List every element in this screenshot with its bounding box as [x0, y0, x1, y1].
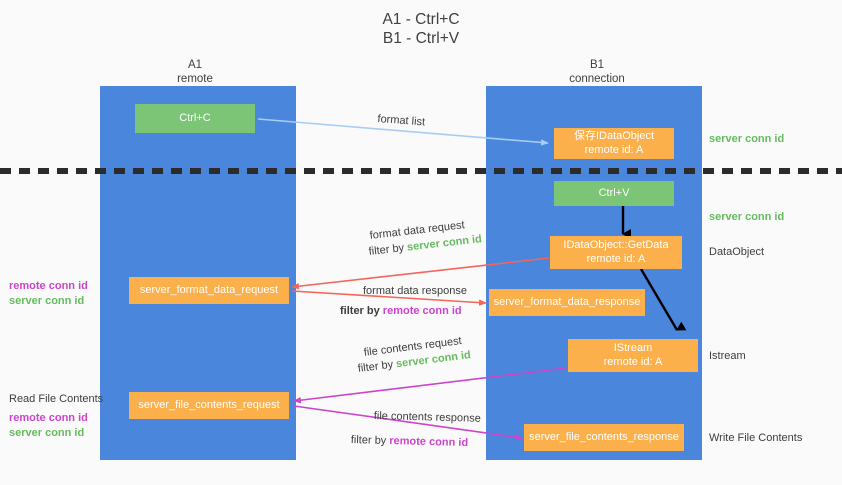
edge-filter-format-data-response: filter by remote conn id	[340, 304, 462, 319]
filter-key-remote-conn-id: remote conn id	[389, 435, 469, 450]
note-server-conn-id-top: server conn id	[709, 133, 785, 145]
note-server-conn-id-mid: server conn id	[709, 211, 785, 223]
node-server-format-data-request[interactable]: server_format_data_request	[129, 277, 289, 304]
note-read-file-contents: Read File Contents	[9, 393, 104, 405]
filter-prefix: filter by	[350, 433, 390, 448]
edge-label-format-list: format list	[377, 112, 426, 129]
node-ctrl-v[interactable]: Ctrl+V	[554, 181, 674, 206]
edge-label-format-data-response: format data response	[363, 285, 467, 297]
filter-prefix: filter by	[368, 241, 408, 258]
filter-key-remote-conn-id: remote conn id	[382, 305, 462, 317]
edge-label-file-contents-response: file contents response	[373, 409, 481, 425]
page-title: A1 - Ctrl+C B1 - Ctrl+V	[382, 11, 460, 47]
edge-filter-file-contents-response: filter by remote conn id	[351, 433, 469, 451]
node-server-format-data-response[interactable]: server_format_data_response	[489, 289, 645, 316]
filter-prefix: filter by	[357, 358, 397, 375]
column-header-a1: A1 remote	[177, 59, 213, 85]
phase-divider	[0, 168, 842, 174]
filter-prefix: filter by	[340, 305, 383, 317]
node-istream[interactable]: IStream remote id: A	[568, 339, 698, 372]
node-ctrl-c[interactable]: Ctrl+C	[135, 104, 255, 133]
note-dataobject: DataObject	[709, 246, 765, 258]
node-server-file-contents-request[interactable]: server_file_contents_request	[129, 392, 289, 419]
note-server-conn-id-2: server conn id	[9, 427, 85, 439]
note-server-conn-id-1: server conn id	[9, 295, 85, 307]
node-server-file-contents-response[interactable]: server_file_contents_response	[524, 424, 684, 451]
note-remote-conn-id-2: remote conn id	[9, 412, 88, 424]
note-write-file-contents: Write File Contents	[709, 432, 803, 444]
column-header-b1: B1 connection	[569, 59, 625, 85]
node-save-idataobject[interactable]: 保存IDataObject remote id: A	[554, 128, 674, 159]
note-istream: Istream	[709, 350, 746, 362]
note-remote-conn-id-1: remote conn id	[9, 280, 88, 292]
node-idataobject-getdata[interactable]: IDataObject::GetData remote id: A	[550, 236, 682, 269]
